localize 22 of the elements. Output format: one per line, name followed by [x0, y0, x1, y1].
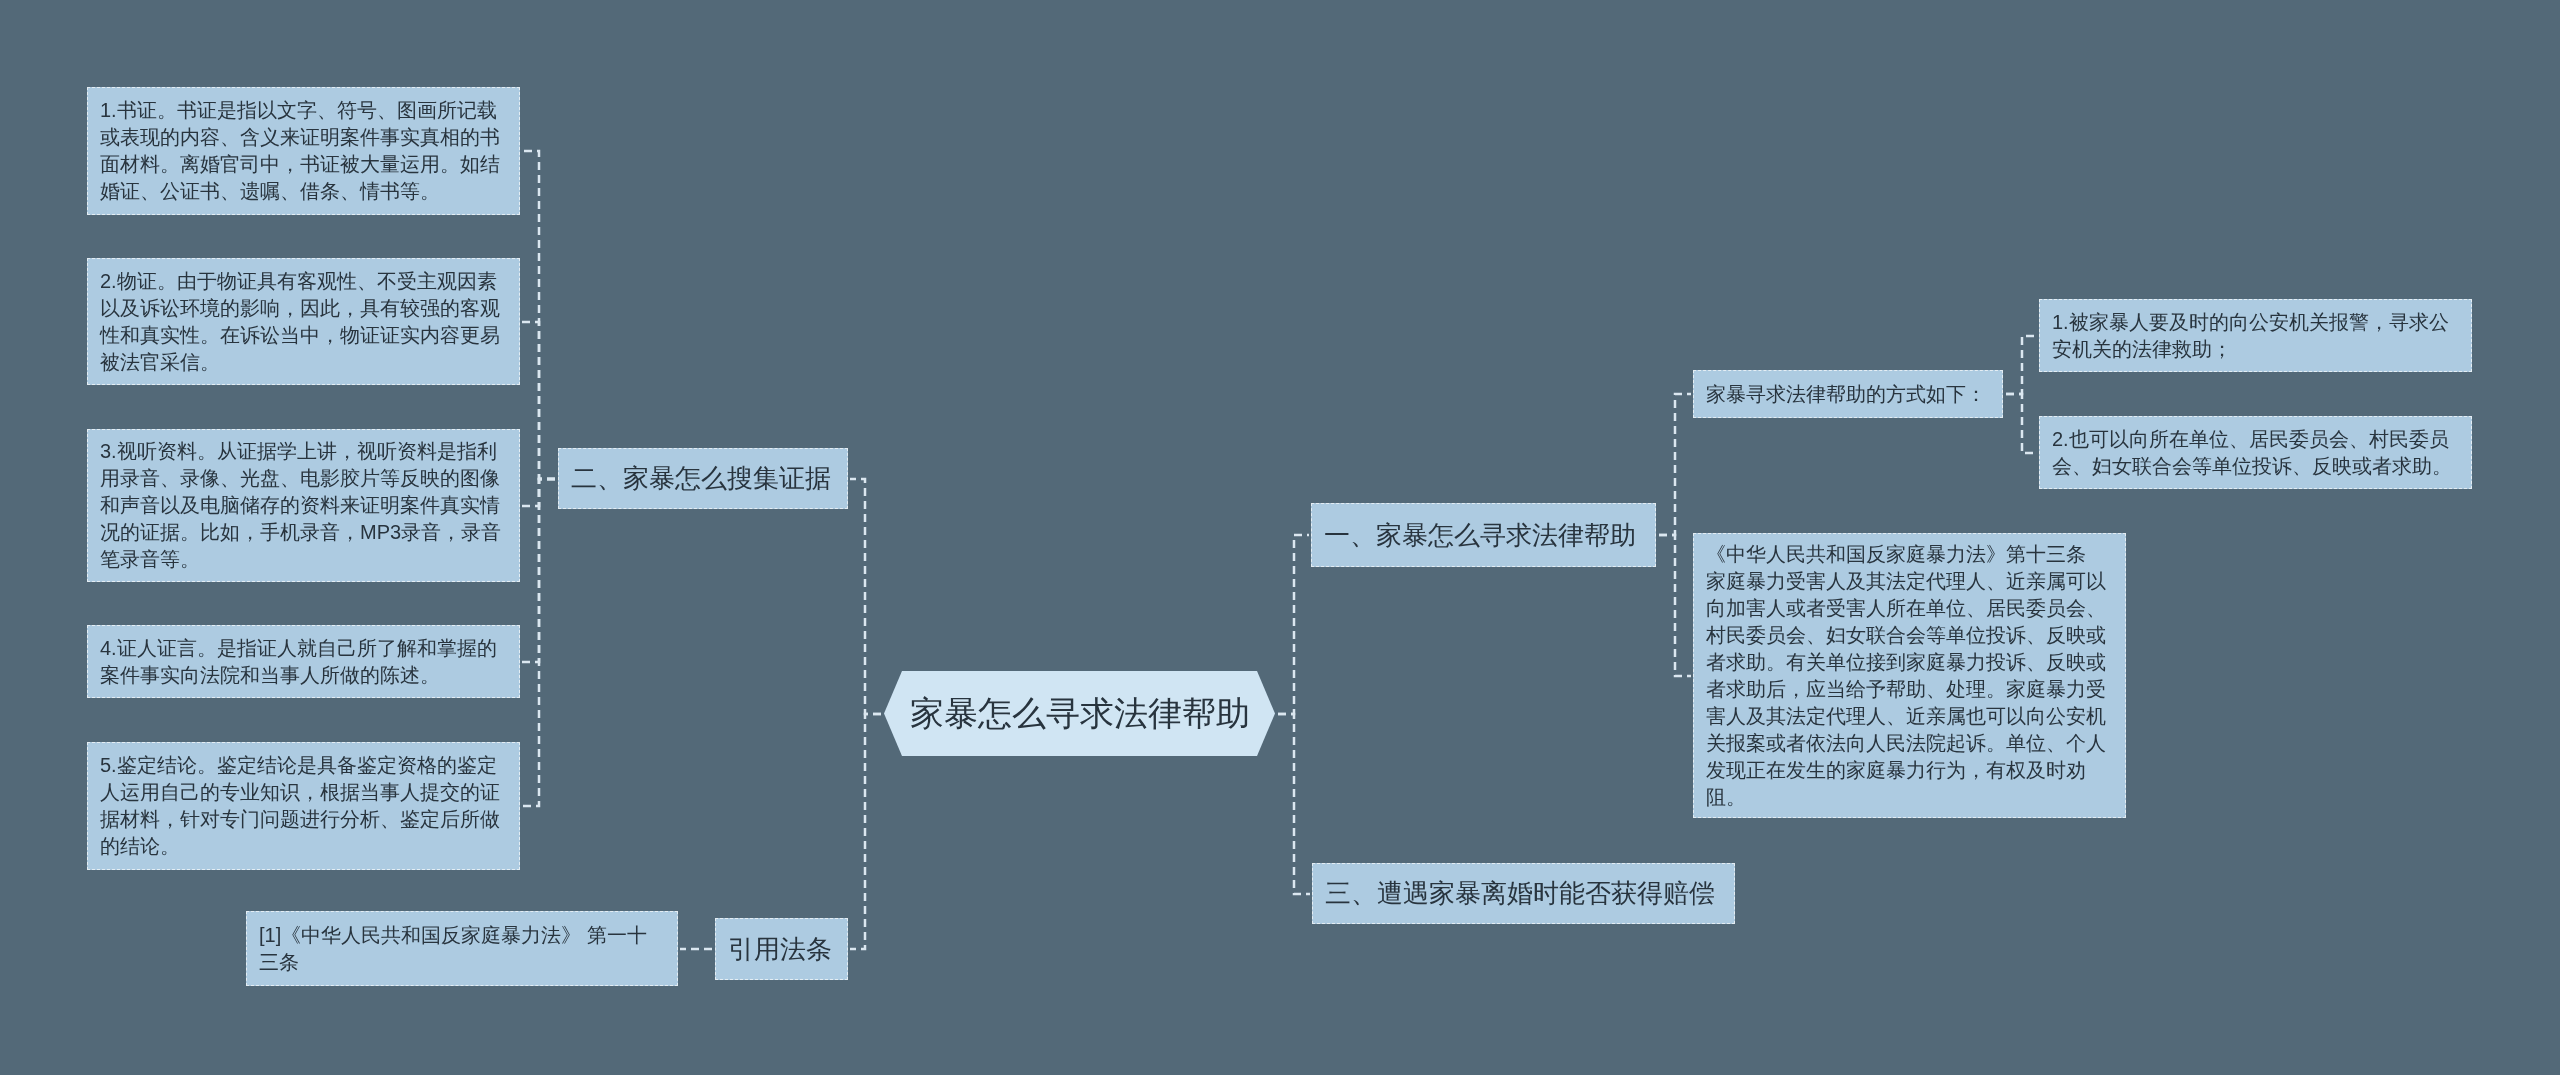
note-box: 1.被家暴人要及时的向公安机关报警，寻求公安机关的法律救助；	[2039, 299, 2472, 372]
note-text: 家庭暴力受害人及其法定代理人、近亲属可以向加害人或者受害人所在单位、居民委员会、村民委员会、妇女联合会等单位投诉、反映或者求助。有关单位接到家庭暴力投诉、反映或者求助后，应当给予帮助、处理。家庭暴力受害人及其法定代理人、近亲属也可以向公安机关报案或者依法向人民法院起诉。单位、个人发现正在发生的家庭暴力行为，有权及时劝阻。	[1706, 568, 2107, 810]
note-box	[1693, 533, 2126, 818]
note-box: 3.视听资料。从证据学上讲，视听资料是指利用录音、录像、光盘、电影胶片等反映的图像和声音以及电脑储存的资料来证明案件真实情况的证据。比如，手机录音，MP3录音，录音笔录音等。	[87, 429, 520, 582]
note-box: 2.也可以向所在单位、居民委员会、村民委员会、妇女联合会等单位投诉、反映或者求助。	[2039, 416, 2472, 489]
connector-line	[680, 947, 712, 951]
topic-box: 一、家暴怎么寻求法律帮助	[1311, 503, 1656, 567]
note-box: [1]《中华人民共和国反家庭暴力法》 第一十三条	[246, 911, 678, 986]
central-topic: 家暴怎么寻求法律帮助	[884, 671, 1275, 756]
topic-box: 引用法条	[715, 918, 848, 980]
connector-line	[1659, 533, 1691, 678]
connector-line	[850, 712, 881, 951]
topic-box: 三、遭遇家暴离婚时能否获得赔偿	[1312, 863, 1735, 924]
note-box: 5.鉴定结论。鉴定结论是具备鉴定资格的鉴定人运用自己的专业知识，根据当事人提交的证据材料，针对专门问题进行分析、鉴定后所做的结论。	[87, 742, 520, 870]
topic-box: 二、家暴怎么搜集证据	[558, 448, 848, 509]
connector-line	[1278, 712, 1310, 896]
note-box: 4.证人证言。是指证人就自己所了解和掌握的案件事实向法院和当事人所做的陈述。	[87, 625, 520, 698]
connector-line	[522, 477, 555, 808]
note-box: 1.书证。书证是指以文字、符号、图画所记载或表现的内容、含义来证明案件事实真相的书面材料。离婚官司中，书证被大量运用。如结婚证、公证书、遗嘱、借条、情书等。	[87, 87, 520, 215]
note-box: 2.物证。由于物证具有客观性、不受主观因素以及诉讼环境的影响，因此，具有较强的客观性和真实性。在诉讼当中，物证证实内容更易被法官采信。	[87, 258, 520, 385]
note-title: 《中华人民共和国反家庭暴力法》第十三条	[1706, 541, 2087, 567]
subtopic-box: 家暴寻求法律帮助的方式如下：	[1693, 370, 2003, 418]
